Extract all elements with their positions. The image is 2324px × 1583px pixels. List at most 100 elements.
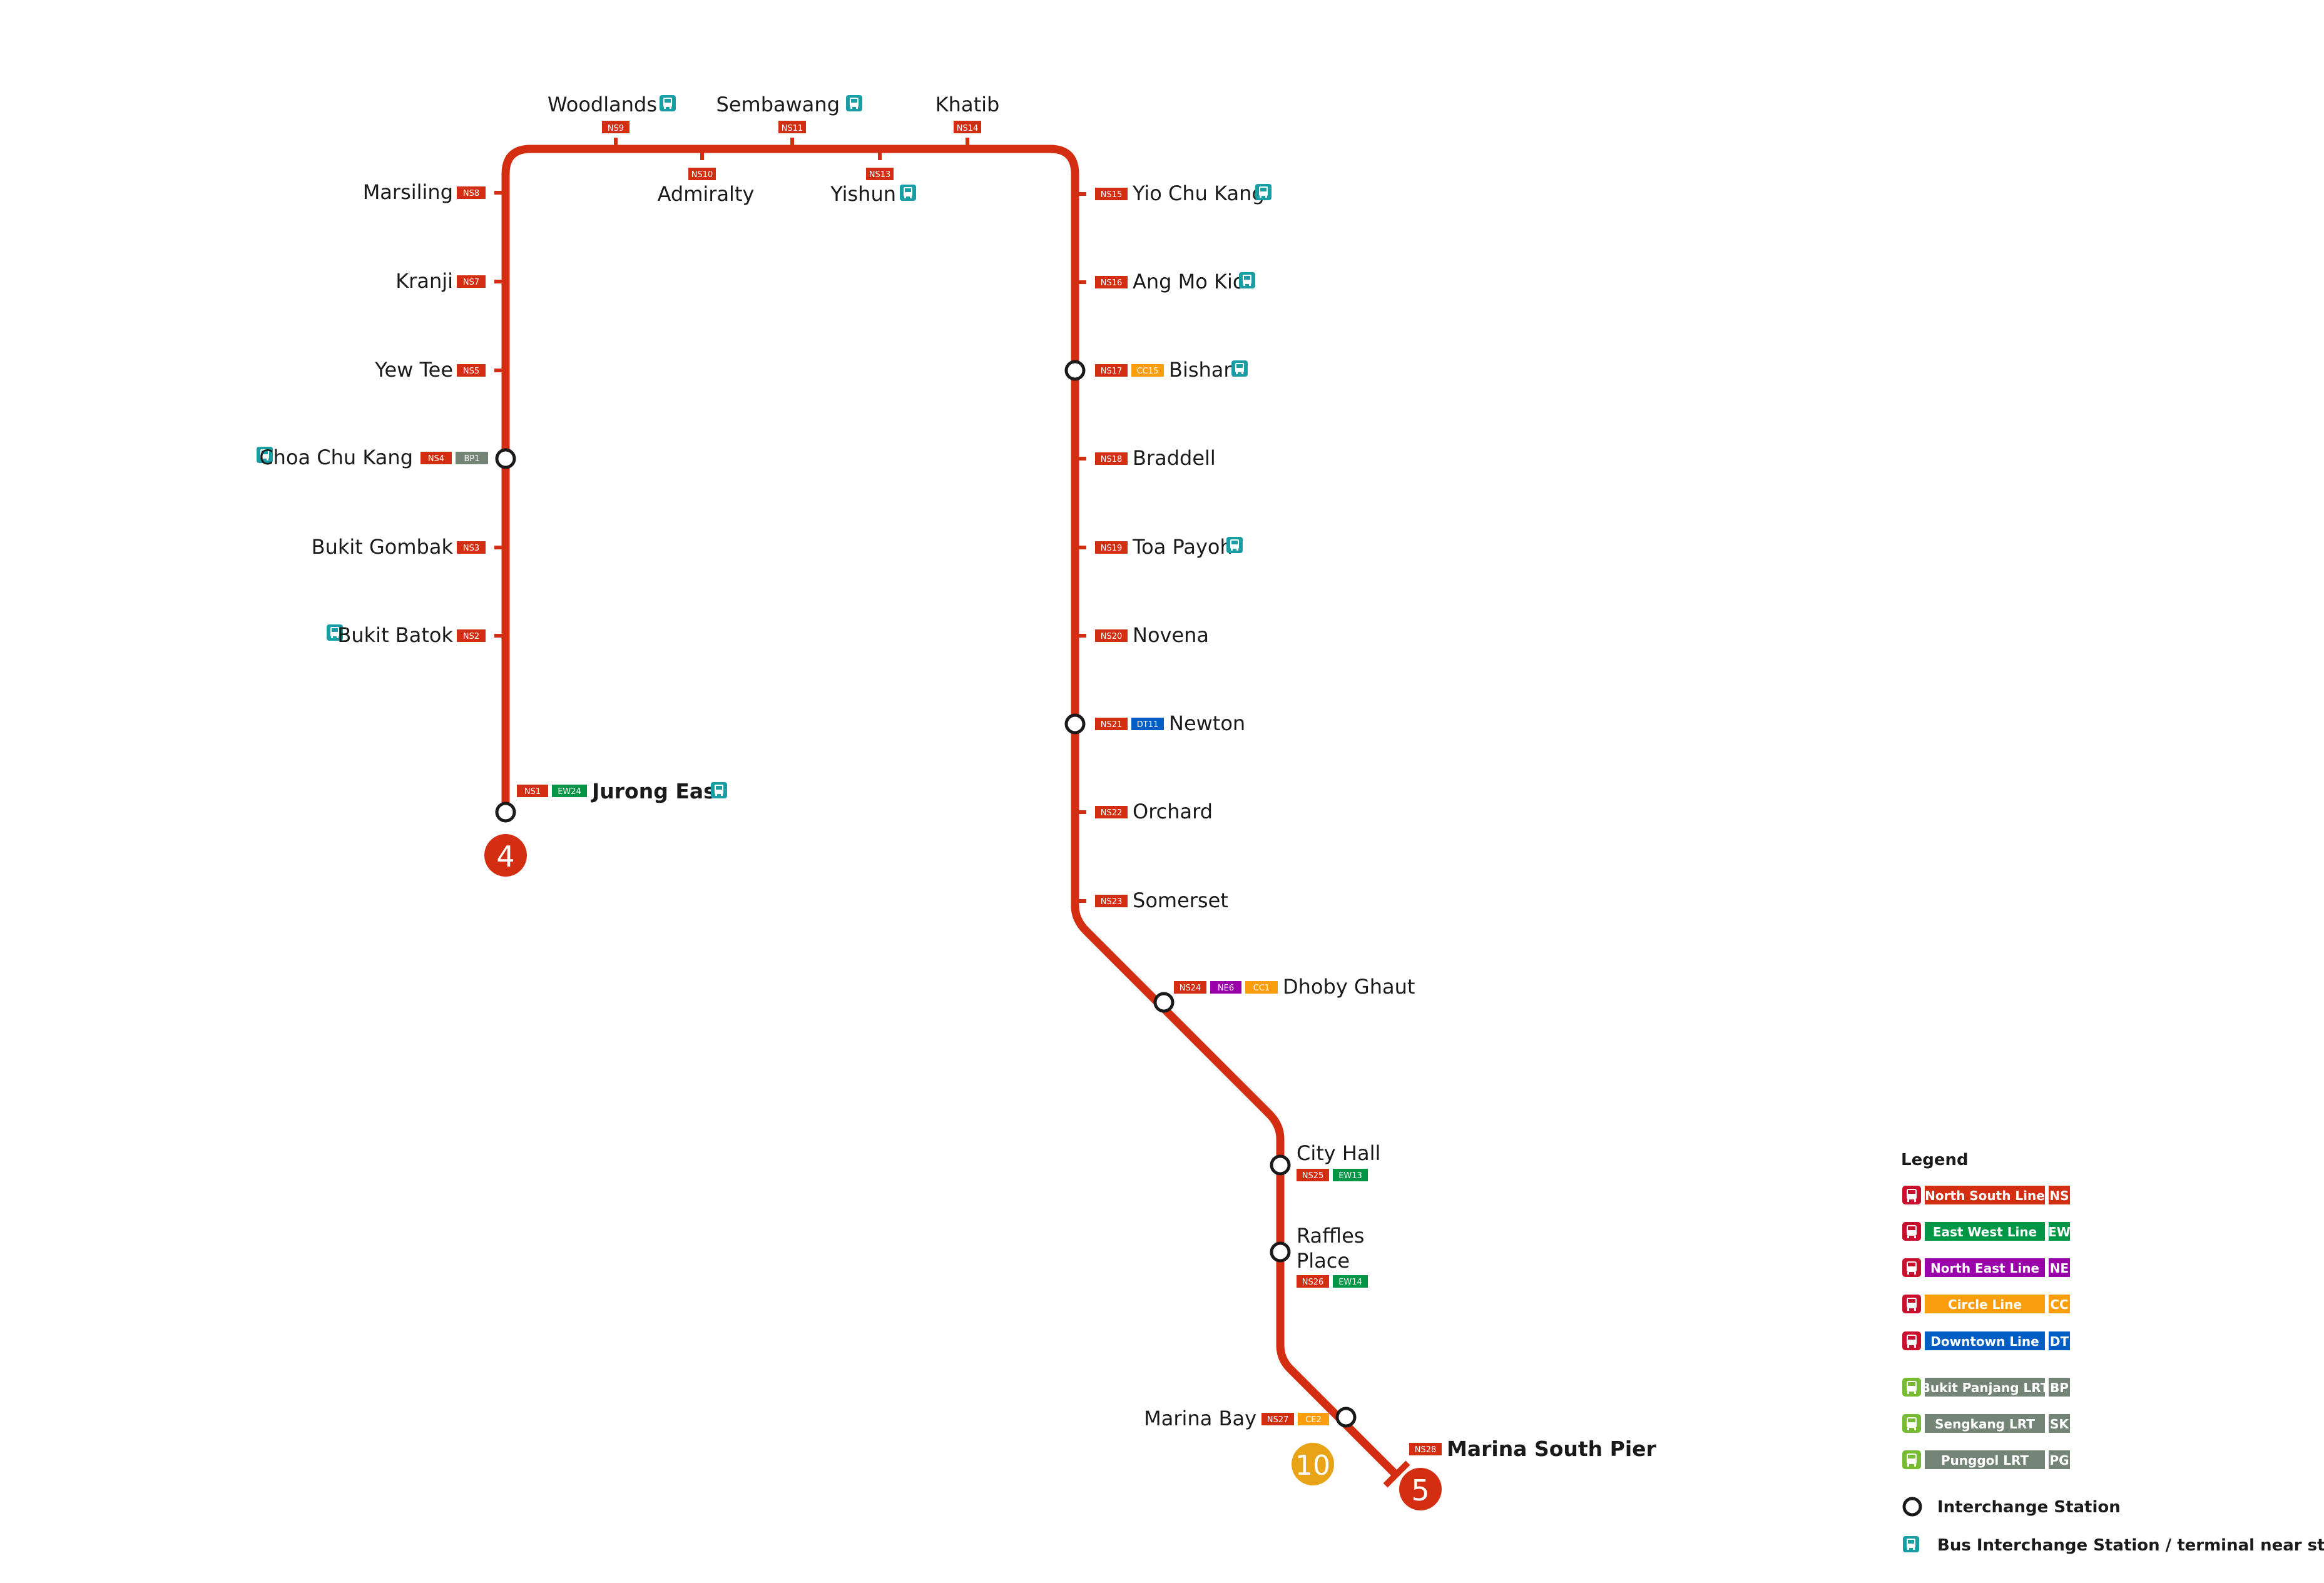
station-code-badge xyxy=(1174,981,1206,994)
station-somerset[interactable]: NS23 Somerset xyxy=(1095,888,1228,912)
station-orchard[interactable]: NS22 Orchard xyxy=(1095,800,1213,823)
station-code-text: EW14 xyxy=(1338,1278,1362,1287)
station-code-text: NS18 xyxy=(1101,455,1123,464)
legend-line-code: NE xyxy=(2050,1261,2069,1276)
station-toa-payoh[interactable]: NS19 Toa Payoh xyxy=(1095,535,1243,559)
station-code-badge xyxy=(1333,1169,1368,1181)
legend-bus-label: Bus Interchange Station / terminal near … xyxy=(1937,1536,2324,1555)
station-code-text: EW24 xyxy=(558,787,581,797)
station-choa-chu-kang[interactable]: Choa Chu Kang NS4 BP1 xyxy=(257,445,488,469)
legend-line-name: North South Line xyxy=(1925,1188,2045,1203)
north-south-line-route xyxy=(501,145,1399,1478)
station-code-text: NS25 xyxy=(1302,1171,1324,1181)
legend-line-code: SK xyxy=(2050,1417,2069,1432)
station-yishun[interactable]: NS13 Yishun xyxy=(830,168,916,206)
station-novena[interactable]: NS20 Novena xyxy=(1095,623,1209,647)
interchange-marker-icon xyxy=(1902,1497,1922,1517)
bus-interchange-icon xyxy=(1239,272,1255,288)
terminal-badge-10-circle xyxy=(1292,1443,1334,1485)
station-code-badge xyxy=(420,452,452,464)
station-ang-mo-kio[interactable]: NS16 Ang Mo Kio xyxy=(1095,270,1255,293)
legend-line-code: NS xyxy=(2049,1188,2069,1203)
station-bishan[interactable]: NS17 CC15 Bishan xyxy=(1095,358,1248,382)
terminal-badge-10-label: 10 xyxy=(1295,1450,1330,1482)
station-marina-south-pier[interactable]: NS28 Marina South Pier xyxy=(1409,1437,1657,1461)
train-icon xyxy=(1902,1295,1921,1313)
station-name: Raffles xyxy=(1297,1224,1364,1248)
station-code-text: NS8 xyxy=(463,189,479,198)
legend-line-list: North South Line NS East West Line EW North … xyxy=(1902,1186,2071,1469)
station-jurong-east[interactable]: NS1 EW24 Jurong East xyxy=(517,779,727,803)
station-code-badge xyxy=(457,541,486,554)
station-yew-tee[interactable]: Yew Tee NS5 xyxy=(374,358,486,382)
terminal-badge-5-circle xyxy=(1399,1468,1442,1510)
train-icon xyxy=(1902,1222,1921,1241)
station-code-badge xyxy=(1297,1169,1329,1181)
station-code-badge xyxy=(954,121,981,133)
station-bukit-gombak[interactable]: Bukit Gombak NS3 xyxy=(312,535,486,559)
terminal-badge-5-label: 5 xyxy=(1411,1474,1429,1507)
station-name: Newton xyxy=(1169,711,1245,735)
station-name: Orchard xyxy=(1133,800,1213,823)
station-marsiling[interactable]: Marsiling NS8 xyxy=(363,180,486,204)
station-city-hall[interactable]: City Hall NS25 EW13 xyxy=(1297,1141,1380,1181)
legend-interchange-label: Interchange Station xyxy=(1937,1498,2121,1517)
station-bukit-batok[interactable]: Bukit Batok NS2 xyxy=(327,623,486,647)
station-code-badge xyxy=(1095,188,1128,200)
station-admiralty[interactable]: NS10 Admiralty xyxy=(658,168,755,206)
station-braddell[interactable]: NS18 Braddell xyxy=(1095,446,1216,470)
station-name: Marina Bay xyxy=(1144,1407,1256,1430)
station-code-text: CC1 xyxy=(1253,984,1270,993)
legend-line-code-swatch xyxy=(2049,1295,2070,1313)
station-code-badge xyxy=(1095,364,1128,377)
legend-line-code: CC xyxy=(2050,1297,2068,1312)
station-yio-chu-kang[interactable]: NS15 Yio Chu Kang xyxy=(1095,181,1272,205)
legend-line-name: Bukit Panjang LRT xyxy=(1921,1380,2049,1395)
station-kranji[interactable]: Kranji NS7 xyxy=(395,269,486,293)
legend-line-code: EW xyxy=(2048,1224,2071,1239)
station-code-badge xyxy=(517,785,548,797)
station-code-text: NS20 xyxy=(1101,632,1123,641)
legend-line-name: Sengkang LRT xyxy=(1935,1417,2035,1432)
legend-line-item: North South Line NS xyxy=(1902,1186,2070,1204)
legend-line-item: Sengkang LRT SK xyxy=(1902,1414,2070,1433)
station-code-badge xyxy=(1297,1275,1329,1288)
station-code-text: NS1 xyxy=(524,787,541,797)
station-marina-bay[interactable]: Marina Bay NS27 CE2 xyxy=(1144,1407,1329,1430)
legend-line-swatch xyxy=(1925,1414,2045,1433)
station-newton[interactable]: NS21 DT11 Newton xyxy=(1095,711,1245,735)
station-code-text: NS13 xyxy=(869,170,891,180)
station-code-text: NS15 xyxy=(1101,190,1123,200)
station-code-text: NS11 xyxy=(782,124,803,133)
legend-line-code-swatch xyxy=(2049,1378,2070,1397)
station-code-text: NS28 xyxy=(1415,1445,1437,1455)
station-name: Marsiling xyxy=(363,180,453,204)
station-code-text: NS9 xyxy=(608,124,624,133)
station-name: Novena xyxy=(1133,623,1209,647)
station-sembawang[interactable]: Sembawang NS11 xyxy=(716,93,862,133)
station-code-text: NS22 xyxy=(1101,808,1123,818)
station-khatib[interactable]: Khatib NS14 xyxy=(935,93,1000,133)
station-name: Choa Chu Kang xyxy=(259,445,413,469)
legend-line-name: East West Line xyxy=(1933,1224,2037,1239)
station-code-badge xyxy=(1131,364,1164,377)
legend-interchange-item: Interchange Station xyxy=(1902,1497,2121,1517)
station-woodlands[interactable]: Woodlands NS9 xyxy=(548,93,676,133)
station-name: Kranji xyxy=(395,269,453,293)
legend-line-code-swatch xyxy=(2049,1414,2070,1433)
station-code-badge xyxy=(688,168,716,180)
station-code-badge xyxy=(457,275,486,288)
station-raffles-place[interactable]: Raffles Place NS26 EW14 xyxy=(1297,1224,1368,1288)
station-code-text: NS26 xyxy=(1302,1278,1324,1287)
station-name: Admiralty xyxy=(658,182,755,206)
station-code-text: NS24 xyxy=(1180,984,1201,993)
station-code-badge xyxy=(457,186,486,199)
station-code-text: NE6 xyxy=(1218,984,1234,993)
station-dhoby-ghaut[interactable]: NS24 NE6 CC1 Dhoby Ghaut xyxy=(1174,975,1415,999)
interchange-markers xyxy=(495,360,1357,1428)
station-code-badge xyxy=(1333,1275,1368,1288)
legend-line-code: PG xyxy=(2049,1453,2069,1468)
train-icon xyxy=(1902,1331,1921,1350)
station-name: Bukit Gombak xyxy=(312,535,454,559)
